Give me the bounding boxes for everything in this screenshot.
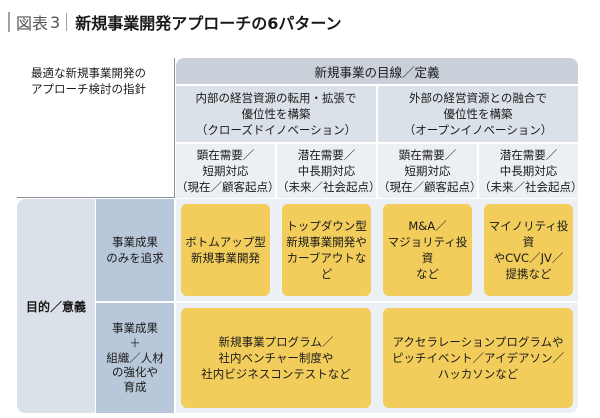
figure-title: 図表 3 新規事業開発アプローチの6パターン: [8, 9, 342, 35]
pattern-cell-line: アクセラレーションプログラムや: [392, 334, 564, 349]
header-top-label: 新規事業の目線／定義: [314, 64, 440, 80]
pattern-cell-ma: M&A／ マジョリティ投資 など: [383, 204, 472, 296]
pattern-cell-line: 社内ビジネスコンテストなど: [201, 367, 351, 382]
pattern-cell-internal-program: 新規事業プログラム／ 社内ベンチャー制度や 社内ビジネスコンテストなど: [181, 308, 371, 408]
header-group-line: （クローズドイノベーション）: [195, 123, 357, 138]
row-label-line: 育成: [123, 380, 147, 395]
header-sub-line: 潜在需要／: [297, 147, 356, 162]
pattern-cell-line: ハッカソンなど: [437, 367, 519, 382]
header-sub-line: 中長期対応: [499, 163, 558, 178]
pattern-cell-line: 新規事業開発: [191, 251, 260, 265]
header-top: 新規事業の目線／定義: [176, 58, 578, 84]
header-group-line: 優位性を構築: [443, 106, 513, 121]
header-group-line: 内部の経営資源の転用・拡張で: [195, 90, 357, 105]
header-group-closed: 内部の経営資源の転用・拡張で 優位性を構築 （クローズドイノベーション）: [176, 86, 376, 142]
header-group-line: （オープンイノベーション）: [403, 123, 553, 138]
header-sub-line: （現在／顧客起点）: [378, 180, 482, 195]
row-label-line: 組織／人材: [106, 350, 164, 365]
row-label-2: 事業成果 ＋ 組織／人材 の強化や 育成: [96, 303, 174, 413]
title-prefix: 図表: [16, 14, 49, 33]
header-sub-4: 潜在需要／ 中長期対応 （未来／社会起点）: [479, 144, 583, 198]
corner-label: 最適な新規事業開発の アプローチ検討の指針: [17, 58, 175, 198]
title-text: 新規事業開発アプローチの6パターン: [75, 14, 342, 33]
row-label-line: の強化や: [112, 365, 158, 380]
row-label-line: 事業成果: [112, 320, 158, 335]
pattern-cell-minority: マイノリティ投資 やCVC／JV／ 提携など: [484, 204, 573, 296]
header-group-line: 優位性を構築: [241, 106, 311, 121]
corner-label-line: 最適な新規事業開発の: [31, 66, 146, 80]
row-main-label-text: 目的／意義: [25, 299, 86, 314]
title-number: 3: [50, 12, 61, 32]
header-sub-line: 中長期対応: [297, 163, 356, 178]
row-label-line: のみを追求: [106, 251, 164, 265]
pattern-cell-line: 社内ベンチャー制度や: [218, 350, 334, 365]
header-sub-3: 顕在需要／ 短期対応 （現在／顧客起点）: [378, 144, 482, 198]
header-sub-1: 顕在需要／ 短期対応 （現在／顧客起点）: [176, 144, 280, 198]
row-label-1: 事業成果 のみを追求: [96, 199, 174, 301]
pattern-cell-accelerator: アクセラレーションプログラムや ピッチイベント／アイデアソン／ ハッカソンなど: [383, 308, 573, 408]
title-separator: [66, 13, 68, 31]
header-sub-2: 潜在需要／ 中長期対応 （未来／社会起点）: [277, 144, 381, 198]
corner-label-line: アプローチ検討の指針: [31, 81, 146, 96]
pattern-cell-top-down: トップダウン型 新規事業開発や カーブアウトなど: [282, 204, 371, 296]
header-sub-line: 短期対応: [404, 163, 451, 178]
pattern-cell-line: ピッチイベント／アイデアソン／: [392, 350, 564, 365]
pattern-cell-line: ボトムアップ型: [185, 234, 266, 249]
header-sub-line: 短期対応: [202, 163, 249, 178]
row-divider: [176, 301, 578, 303]
pattern-cell-line: 新規事業プログラム／: [218, 334, 334, 349]
pattern-cell-line: 提携など: [505, 267, 552, 282]
header-sub-line: 潜在需要／: [499, 147, 558, 162]
header-sub-line: （未来／社会起点）: [479, 180, 583, 195]
pattern-cell-line: トップダウン型: [286, 218, 367, 233]
pattern-cell-line: マジョリティ投資: [387, 234, 468, 265]
header-group-open: 外部の経営資源との融合で 優位性を構築 （オープンイノベーション）: [378, 86, 578, 142]
row-main-label: 目的／意義: [17, 199, 95, 413]
row-label-line: 事業成果: [112, 234, 158, 249]
header-sub-line: （現在／顧客起点）: [176, 180, 280, 195]
pattern-cell-line: 新規事業開発や: [286, 234, 367, 249]
header-sub-line: （未来／社会起点）: [277, 180, 381, 195]
pattern-cell-line: M&A／: [408, 218, 447, 233]
header-sub-line: 顕在需要／: [196, 147, 255, 162]
pattern-cell-line: カーブアウトなど: [286, 251, 367, 282]
pattern-cell-bottom-up: ボトムアップ型 新規事業開発: [181, 204, 270, 296]
header-sub-line: 顕在需要／: [398, 147, 457, 162]
pattern-cell-line: マイノリティ投資: [488, 218, 569, 249]
header-group-line: 外部の経営資源との融合で: [409, 90, 547, 105]
pattern-cell-line: など: [416, 267, 439, 282]
row-label-line: ＋: [129, 335, 141, 350]
title-accent-bar: [8, 12, 10, 32]
pattern-cell-line: やCVC／JV／: [493, 251, 564, 265]
